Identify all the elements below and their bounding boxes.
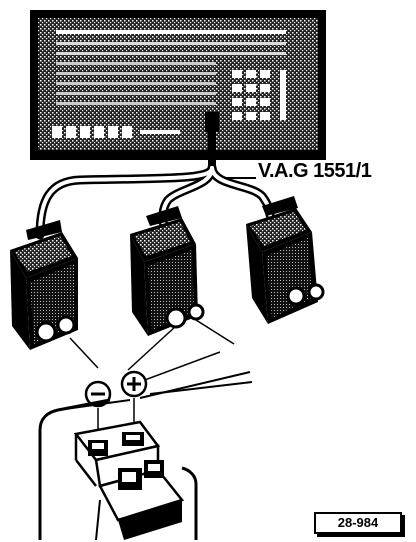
- tester-brand-marks: [52, 126, 180, 138]
- terminal-leader-lines: [69, 319, 235, 432]
- plus-symbol-icon: [120, 370, 148, 398]
- connector-right: [246, 196, 325, 324]
- connector-left: [10, 220, 78, 350]
- device-label: V.A.G 1551/1: [258, 160, 372, 182]
- figure-number: 28-984: [314, 512, 402, 534]
- connector-middle: [130, 206, 205, 336]
- battery-terminal-block: [73, 420, 185, 540]
- tester-keypad: [232, 70, 286, 120]
- tester-display: [56, 30, 286, 105]
- tester-device: [30, 10, 326, 160]
- battery-housing: [38, 371, 253, 541]
